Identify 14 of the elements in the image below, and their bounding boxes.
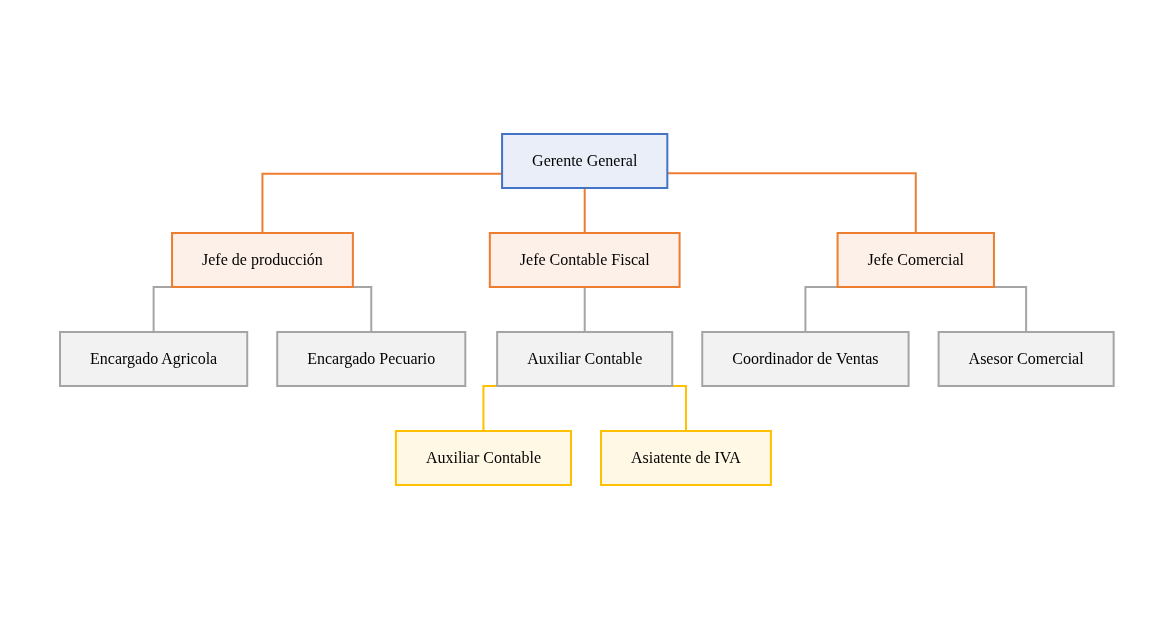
node-box: Asesor Comercial — [937, 330, 1115, 387]
node-box: Encargado Agricola — [58, 330, 248, 387]
node-box: Asiatente de IVA — [599, 429, 772, 486]
connector — [583, 186, 586, 234]
node-box: Jefe Contable Fiscal — [488, 231, 681, 288]
node-box: Auxiliar Contable — [495, 330, 673, 387]
node-box: Auxiliar Contable — [394, 429, 572, 486]
node-box: Encargado Pecuario — [275, 330, 466, 387]
node-box: Coordinador de Ventas — [700, 330, 910, 387]
node-box: Jefe Comercial — [836, 231, 995, 288]
node-box: Jefe de producción — [170, 231, 354, 288]
node-box: Gerente General — [500, 132, 668, 189]
connector — [666, 171, 917, 234]
connector — [583, 285, 586, 333]
